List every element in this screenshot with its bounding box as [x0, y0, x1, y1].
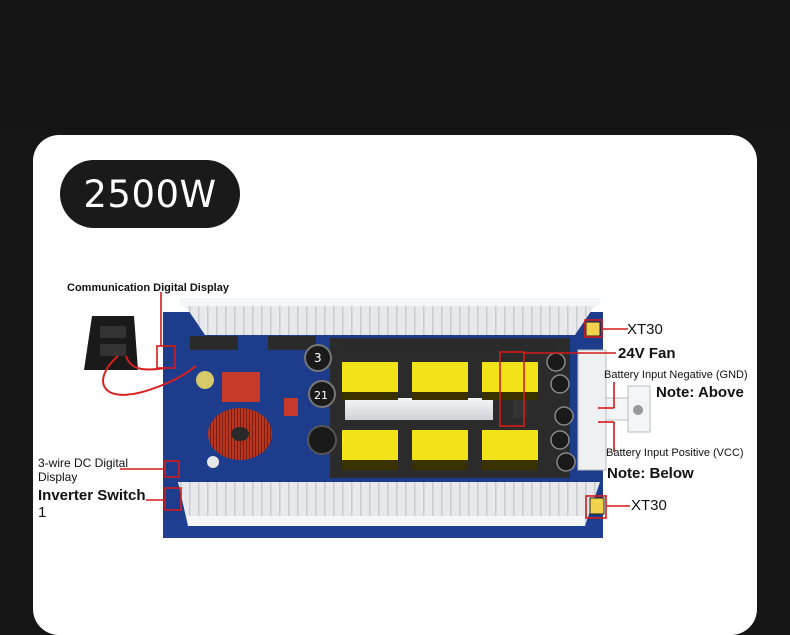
xt30-top-port [585, 321, 601, 337]
red-capacitor [284, 398, 298, 416]
bottom-heatsink-lip [188, 516, 585, 526]
standoff [207, 456, 219, 468]
annotation-leaders [120, 292, 630, 507]
transformer-group [342, 362, 538, 470]
capacitor-mark-a: 3 [314, 351, 322, 365]
label-24v-fan: 24V Fan [618, 345, 676, 362]
middle-heatsink-bar [345, 398, 493, 420]
bottom-heatsink [178, 482, 600, 526]
power-rating-badge: 2500W [60, 160, 240, 228]
fan-connector [513, 400, 527, 418]
small-inductor [196, 371, 214, 389]
label-note-above: Note: Above [656, 384, 744, 401]
xt30-bottom-port [589, 497, 605, 515]
label-3wire-display-line1: 3-wire DC Digital [38, 456, 129, 470]
label-inverter-switch-line1: Inverter Switch [38, 487, 146, 504]
red-relay [222, 372, 260, 402]
main-capacitors [304, 344, 337, 455]
label-communication-display: Communication Digital Display [67, 282, 229, 294]
power-rating-text: 2500W [83, 172, 217, 216]
label-inverter-switch-line2: 1 [38, 504, 47, 521]
label-xt30-top: XT30 [627, 321, 663, 338]
capacitor-column [546, 352, 576, 472]
ac-socket [84, 316, 138, 370]
top-heatsink-lip [180, 298, 600, 306]
battery-terminal-block [577, 349, 651, 471]
top-dark-band [0, 0, 790, 130]
transistor-row-top [190, 336, 555, 350]
label-battery-negative: Battery Input Negative (GND) [604, 369, 748, 381]
capacitor-mark-b: 21 [314, 389, 328, 402]
top-heatsink [180, 298, 600, 335]
label-battery-positive: Battery Input Positive (VCC) [606, 447, 744, 459]
label-note-below: Note: Below [607, 465, 694, 482]
inverter-board-photo: 3 21 [84, 292, 651, 538]
label-3wire-display-line2: Display [38, 470, 78, 484]
label-xt30-bottom: XT30 [631, 497, 667, 514]
toroid-inductor [208, 408, 272, 460]
red-cable [102, 355, 197, 396]
